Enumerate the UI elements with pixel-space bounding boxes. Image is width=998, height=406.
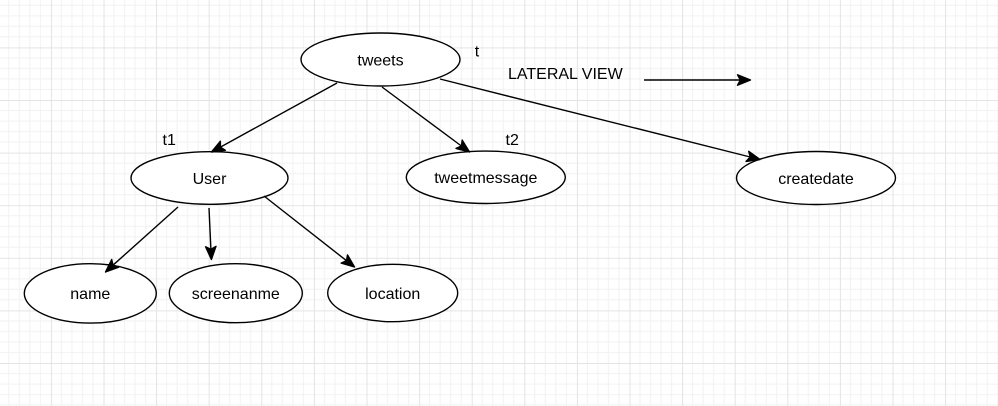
- svg-text:location: location: [365, 286, 420, 303]
- svg-text:tweetmessage: tweetmessage: [434, 170, 537, 187]
- svg-text:t: t: [475, 44, 480, 61]
- svg-text:name: name: [70, 286, 110, 303]
- svg-text:User: User: [193, 171, 227, 188]
- svg-text:screenanme: screenanme: [192, 286, 280, 303]
- svg-text:t1: t1: [163, 132, 176, 149]
- svg-text:tweets: tweets: [357, 52, 403, 69]
- svg-text:LATERAL VIEW: LATERAL VIEW: [508, 66, 624, 83]
- svg-text:createdate: createdate: [778, 171, 854, 188]
- svg-text:t2: t2: [506, 132, 519, 149]
